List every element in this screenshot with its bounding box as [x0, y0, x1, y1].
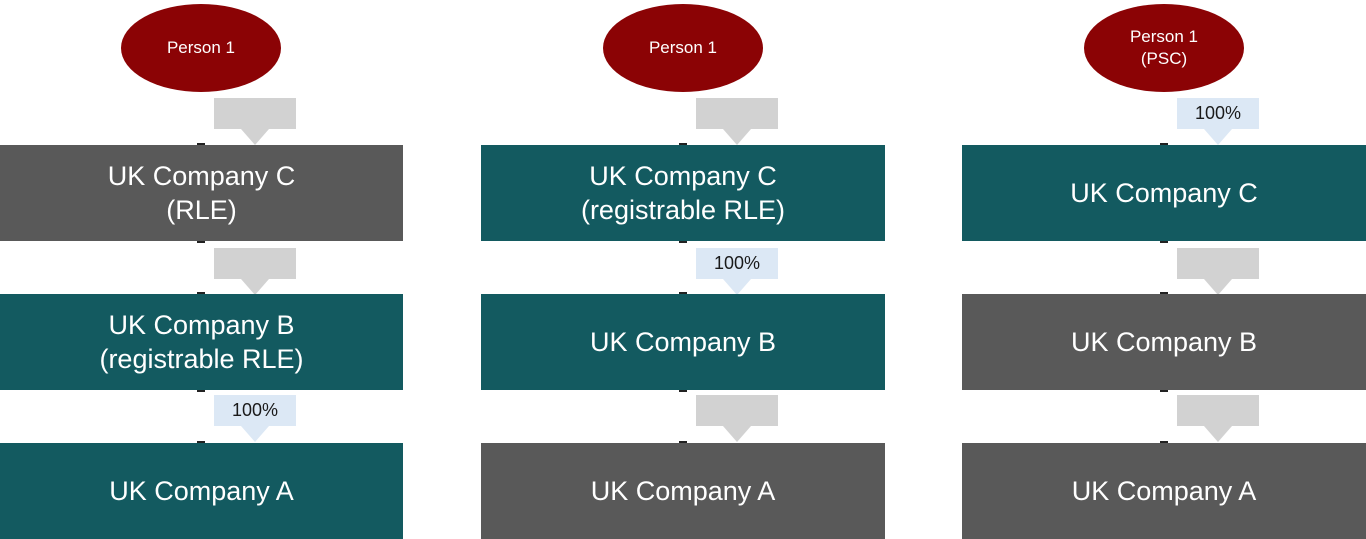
down-arrow	[214, 248, 296, 295]
company-name: UK Company A	[590, 476, 776, 506]
company-box: UK Company B	[962, 294, 1366, 390]
arrow-shaft	[696, 395, 778, 426]
person-label: Person 1	[648, 38, 718, 57]
ownership-percent-label: 100%	[696, 248, 778, 279]
person-sublabel: (PSC)	[1140, 49, 1188, 68]
arrow-head-icon	[723, 426, 751, 442]
arrow-shaft	[214, 98, 296, 129]
company-box: UK Company A	[0, 443, 403, 539]
connection-tick	[1160, 292, 1168, 294]
down-arrow	[1177, 395, 1259, 442]
company-box: UK Company A	[481, 443, 885, 539]
person-ellipse: Person 1 (PSC)	[1084, 4, 1244, 92]
arrow-shaft	[696, 98, 778, 129]
connection-tick	[197, 241, 205, 243]
down-arrow	[214, 98, 296, 145]
ownership-percent-arrow: 100%	[214, 395, 296, 442]
arrow-head-icon	[723, 129, 751, 145]
arrow-shaft	[214, 248, 296, 279]
connection-tick	[1160, 390, 1168, 392]
company-qualifier: (registrable RLE)	[580, 195, 786, 225]
company-box: UK Company C (RLE)	[0, 145, 403, 241]
connection-tick	[679, 241, 687, 243]
connection-tick	[197, 292, 205, 294]
down-arrow	[696, 98, 778, 145]
arrow-head-icon	[723, 279, 751, 295]
arrow-head-icon	[241, 426, 269, 442]
connection-tick	[197, 441, 205, 443]
connection-tick	[1160, 241, 1168, 243]
down-arrow	[696, 395, 778, 442]
connection-tick	[1160, 143, 1168, 145]
company-box: UK Company A	[962, 443, 1366, 539]
connection-tick	[679, 441, 687, 443]
arrow-head-icon	[241, 279, 269, 295]
company-name: UK Company A	[1071, 476, 1257, 506]
person-label: Person 1	[1129, 27, 1199, 46]
ownership-percent-arrow: 100%	[1177, 98, 1259, 145]
company-name: UK Company B	[589, 327, 777, 357]
company-box: UK Company B (registrable RLE)	[0, 294, 403, 390]
person-ellipse: Person 1	[603, 4, 763, 92]
person-ellipse: Person 1	[121, 4, 281, 92]
connection-tick	[679, 292, 687, 294]
arrow-head-icon	[1204, 129, 1232, 145]
arrow-head-icon	[241, 129, 269, 145]
company-name: UK Company B	[1070, 327, 1258, 357]
company-name: UK Company C	[1070, 178, 1258, 208]
company-qualifier: (registrable RLE)	[99, 344, 304, 374]
ownership-percent-label: 100%	[1177, 98, 1259, 129]
company-name: UK Company B	[108, 310, 295, 340]
company-name: UK Company C	[589, 161, 777, 191]
connection-tick	[197, 390, 205, 392]
connection-tick	[1160, 441, 1168, 443]
arrow-shaft	[1177, 248, 1259, 279]
ownership-percent-arrow: 100%	[696, 248, 778, 295]
connection-tick	[197, 143, 205, 145]
company-name: UK Company A	[109, 476, 294, 506]
company-box: UK Company B	[481, 294, 885, 390]
ownership-percent-label: 100%	[214, 395, 296, 426]
arrow-head-icon	[1204, 279, 1232, 295]
company-box: UK Company C (registrable RLE)	[481, 145, 885, 241]
person-label: Person 1	[166, 38, 236, 57]
arrow-head-icon	[1204, 426, 1232, 442]
down-arrow	[1177, 248, 1259, 295]
company-qualifier: (RLE)	[166, 195, 237, 225]
company-name: UK Company C	[107, 161, 296, 191]
connection-tick	[679, 143, 687, 145]
arrow-shaft	[1177, 395, 1259, 426]
connection-tick	[679, 390, 687, 392]
company-box: UK Company C	[962, 145, 1366, 241]
